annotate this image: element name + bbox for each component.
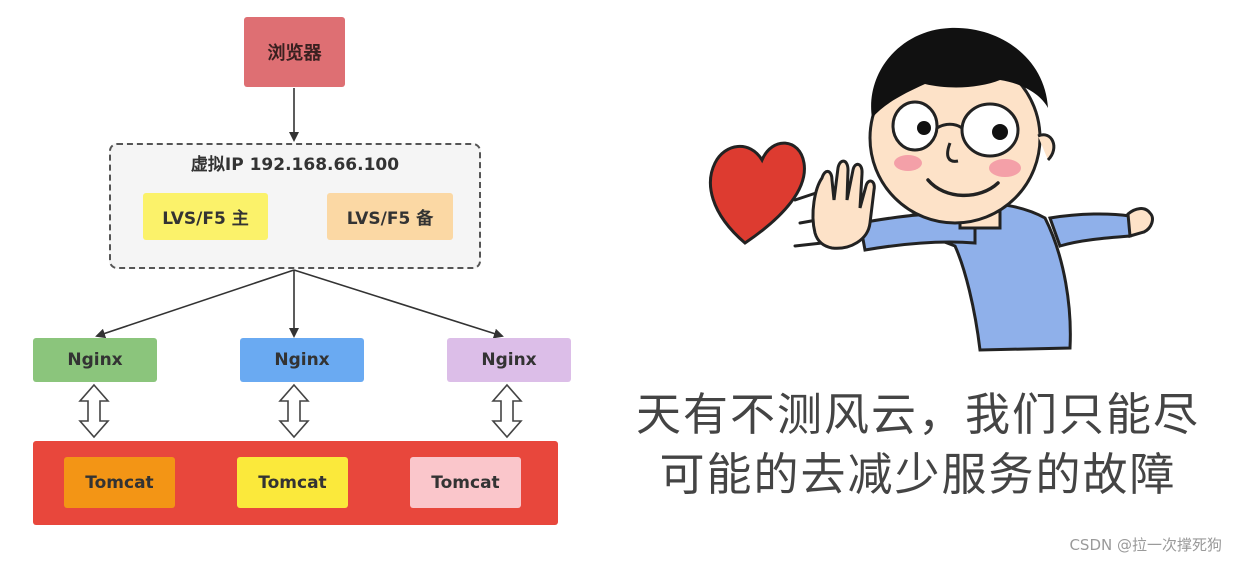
nginx-node-1: Nginx	[33, 338, 157, 382]
slogan-line-2: 可能的去减少服务的故障	[659, 448, 1177, 501]
tomcat-node-3: Tomcat	[410, 457, 521, 508]
heart-icon	[708, 141, 806, 245]
double-arrow-2	[278, 383, 310, 439]
cartoon-man-refusing-heart-illustration	[708, 27, 1154, 352]
slogan-text: 天有不测风云，我们只能尽 可能的去减少服务的故障	[598, 385, 1238, 505]
arrow-vip-to-nginx-3	[293, 269, 504, 339]
double-arrow-3	[491, 383, 523, 439]
tomcat-node-2: Tomcat	[237, 457, 348, 508]
browser-node: 浏览器	[244, 17, 345, 87]
nginx-node-3: Nginx	[447, 338, 571, 382]
double-arrow-1	[78, 383, 110, 439]
virtual-ip-title: 虚拟IP 192.168.66.100	[190, 155, 400, 175]
arrow-vip-to-nginx-1	[95, 269, 295, 339]
lvs-backup-node: LVS/F5 备	[327, 193, 453, 240]
nginx-node-2: Nginx	[240, 338, 364, 382]
lvs-main-node: LVS/F5 主	[143, 193, 268, 240]
watermark: CSDN @拉一次撑死狗	[1069, 536, 1222, 554]
slogan-line-1: 天有不测风云，我们只能尽	[635, 388, 1200, 441]
tomcat-node-1: Tomcat	[64, 457, 175, 508]
